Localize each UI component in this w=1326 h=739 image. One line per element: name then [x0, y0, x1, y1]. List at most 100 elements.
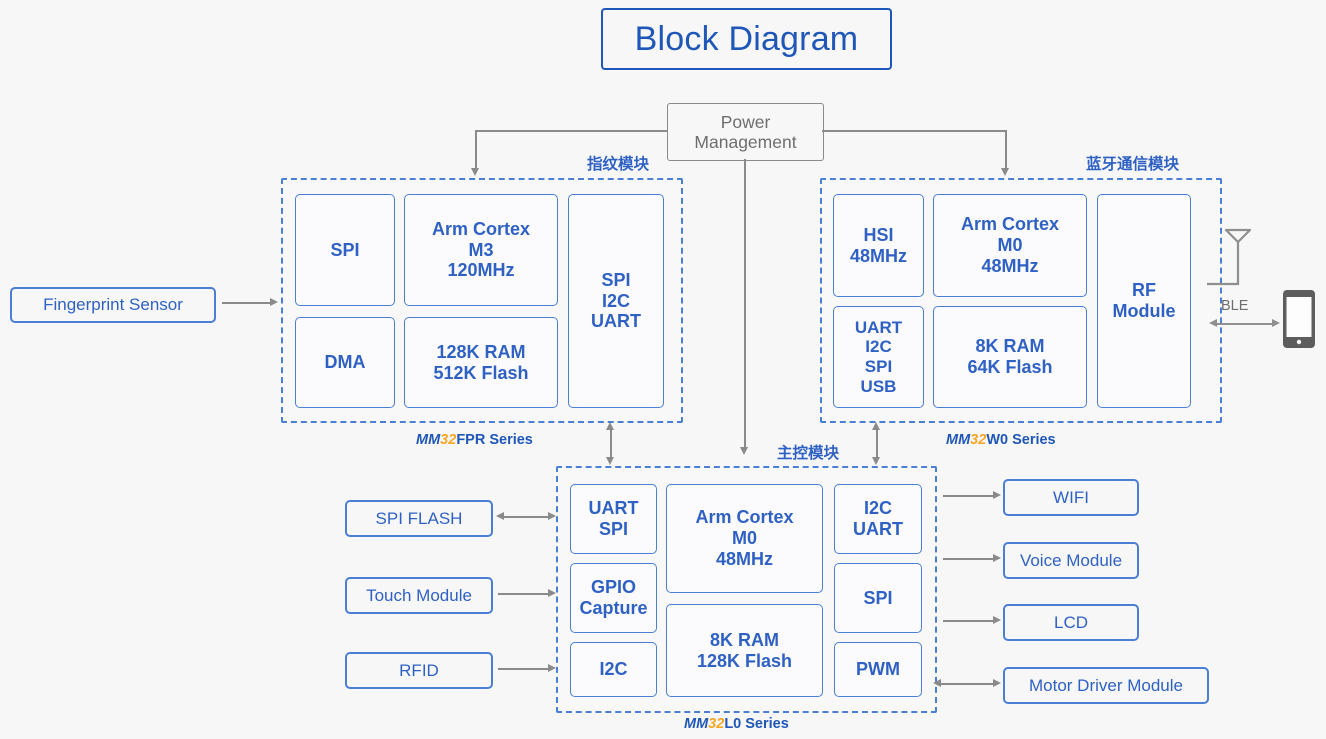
- block-bluetooth-hsi-label: HSI 48MHz: [850, 225, 907, 266]
- lcd-connector: [943, 620, 995, 622]
- voice-module-connector: [943, 558, 995, 560]
- peripheral-voice-module-label: Voice Module: [1019, 550, 1123, 570]
- bluetooth-series-label: MM32W0 Series: [946, 432, 1056, 448]
- block-main-i2c-label: I2C: [599, 659, 628, 680]
- peripheral-rfid[interactable]: RFID: [345, 652, 493, 689]
- peripheral-lcd-label: LCD: [1053, 612, 1088, 632]
- block-bluetooth-core: Arm Cortex M0 48MHz: [933, 194, 1087, 297]
- power-to-maincontrol-vertical: [744, 159, 746, 449]
- peripheral-motor-driver-module[interactable]: Motor Driver Module: [1003, 667, 1209, 704]
- peripheral-fingerprint-sensor-label: Fingerprint Sensor: [43, 295, 183, 314]
- block-main-i2c-uart: I2C UART: [834, 484, 922, 554]
- motor-driver-connector: [940, 683, 995, 685]
- block-main-core-label: Arm Cortex M0 48MHz: [695, 507, 793, 569]
- peripheral-motor-driver-module-label: Motor Driver Module: [1029, 675, 1183, 695]
- peripheral-rfid-label: RFID: [399, 660, 439, 680]
- fingerprint-group-caption: 指纹模块: [587, 156, 650, 173]
- fp-mem-l1: 128K RAM: [436, 341, 526, 362]
- power-to-bluetooth-horizontal: [822, 130, 1007, 132]
- mc-us-l2: SPI: [598, 519, 628, 539]
- power-to-fingerprint-vertical: [475, 130, 477, 170]
- bt-core-l2: M0: [997, 235, 1023, 256]
- peripheral-fingerprint-sensor[interactable]: Fingerprint Sensor: [10, 287, 216, 323]
- fp-per-l2: I2C: [601, 290, 630, 311]
- bluetooth-maincontrol-arrow-down: [872, 457, 880, 465]
- fp-per-l1: SPI: [601, 269, 631, 290]
- ble-connector: [1216, 323, 1276, 325]
- antenna-icon: [1207, 228, 1252, 286]
- wifi-connector: [943, 495, 995, 497]
- block-bluetooth-hsi: HSI 48MHz: [833, 194, 924, 297]
- block-main-uart-spi: UART SPI: [570, 484, 657, 554]
- ble-arrow-right: [1272, 319, 1280, 327]
- bluetooth-maincontrol-link-line: [876, 426, 878, 460]
- block-main-pwm-label: PWM: [856, 659, 900, 680]
- peripheral-voice-module[interactable]: Voice Module: [1003, 542, 1139, 579]
- fp-core-l3: 120MHz: [447, 260, 515, 281]
- bt-rf-l1: RF: [1132, 280, 1156, 301]
- block-main-spi-label: SPI: [863, 587, 893, 608]
- peripheral-spi-flash[interactable]: SPI FLASH: [345, 500, 493, 537]
- bluetooth-maincontrol-arrow-up: [872, 422, 880, 430]
- bt-hsi-l2: 48MHz: [849, 245, 907, 266]
- power-to-fingerprint-arrowhead: [471, 168, 479, 176]
- bt-core-l3: 48MHz: [981, 255, 1039, 276]
- block-main-memory: 8K RAM 128K Flash: [666, 604, 823, 697]
- bt-per-l3: SPI: [864, 357, 893, 376]
- block-bluetooth-memory: 8K RAM 64K Flash: [933, 306, 1087, 408]
- fp-mem-l2: 512K Flash: [433, 362, 529, 383]
- fingerprint-maincontrol-arrow-down: [606, 457, 614, 465]
- block-main-spi: SPI: [834, 563, 922, 633]
- block-fingerprint-peripherals: SPI I2C UART: [568, 194, 664, 408]
- touch-module-connector: [498, 593, 550, 595]
- smartphone-icon: [1283, 290, 1315, 348]
- spi-flash-arrow-right: [548, 512, 556, 520]
- block-main-pwm: PWM: [834, 642, 922, 697]
- fingerprint-sensor-connector: [222, 302, 272, 304]
- mc-iu-l2: UART: [853, 519, 903, 539]
- ble-link-label: BLE: [1221, 298, 1249, 314]
- mc-series-32: 32: [708, 716, 725, 732]
- motor-driver-arrowhead: [993, 679, 1001, 687]
- block-main-uart-spi-label: UART SPI: [589, 498, 639, 539]
- peripheral-lcd[interactable]: LCD: [1003, 604, 1139, 641]
- fp-series-mm: MM: [416, 432, 441, 448]
- peripheral-touch-module[interactable]: Touch Module: [345, 577, 493, 614]
- power-label-line2: Management: [694, 132, 797, 152]
- touch-module-arrowhead: [548, 589, 556, 597]
- mc-core-l3: 48MHz: [715, 548, 773, 569]
- fingerprint-series-label: MM32FPR Series: [416, 432, 533, 448]
- fp-core-l2: M3: [468, 239, 494, 260]
- maincontrol-group-caption: 主控模块: [777, 445, 840, 462]
- power-to-fingerprint-horizontal: [475, 130, 667, 132]
- peripheral-touch-module-label: Touch Module: [366, 585, 472, 605]
- peripheral-spi-flash-label: SPI FLASH: [375, 508, 463, 528]
- block-fingerprint-memory-label: 128K RAM 512K Flash: [433, 342, 528, 383]
- ble-arrow-left: [1209, 319, 1217, 327]
- bluetooth-group-caption: 蓝牙通信模块: [1086, 156, 1180, 173]
- bt-per-l1: UART: [854, 317, 903, 337]
- bt-per-l2: I2C: [865, 337, 892, 357]
- peripheral-wifi[interactable]: WIFI: [1003, 479, 1139, 516]
- mc-gp-l1: GPIO: [590, 577, 636, 598]
- fp-core-l1: Arm Cortex: [431, 218, 531, 239]
- mc-us-l1: UART: [588, 498, 639, 519]
- mc-series-mm: MM: [684, 716, 709, 732]
- mc-iu-l1: I2C: [863, 498, 892, 519]
- power-label-line1: Power: [720, 112, 771, 132]
- bt-series-32: 32: [970, 432, 987, 448]
- mc-core-l1: Arm Cortex: [695, 507, 794, 528]
- fingerprint-sensor-arrowhead: [270, 298, 278, 306]
- power-to-bluetooth-arrowhead: [1001, 168, 1009, 176]
- block-fingerprint-spi-label: SPI: [330, 239, 360, 260]
- rfid-arrowhead: [548, 664, 556, 672]
- block-main-memory-label: 8K RAM 128K Flash: [697, 630, 792, 671]
- spi-flash-arrow-left: [496, 512, 504, 520]
- block-fingerprint-core-label: Arm Cortex M3 120MHz: [432, 219, 530, 281]
- mc-core-l2: M0: [731, 528, 757, 549]
- voice-module-arrowhead: [993, 554, 1001, 562]
- block-main-gpio-capture-label: GPIO Capture: [579, 577, 647, 618]
- peripheral-wifi-label: WIFI: [1053, 487, 1089, 507]
- block-fingerprint-core: Arm Cortex M3 120MHz: [404, 194, 558, 306]
